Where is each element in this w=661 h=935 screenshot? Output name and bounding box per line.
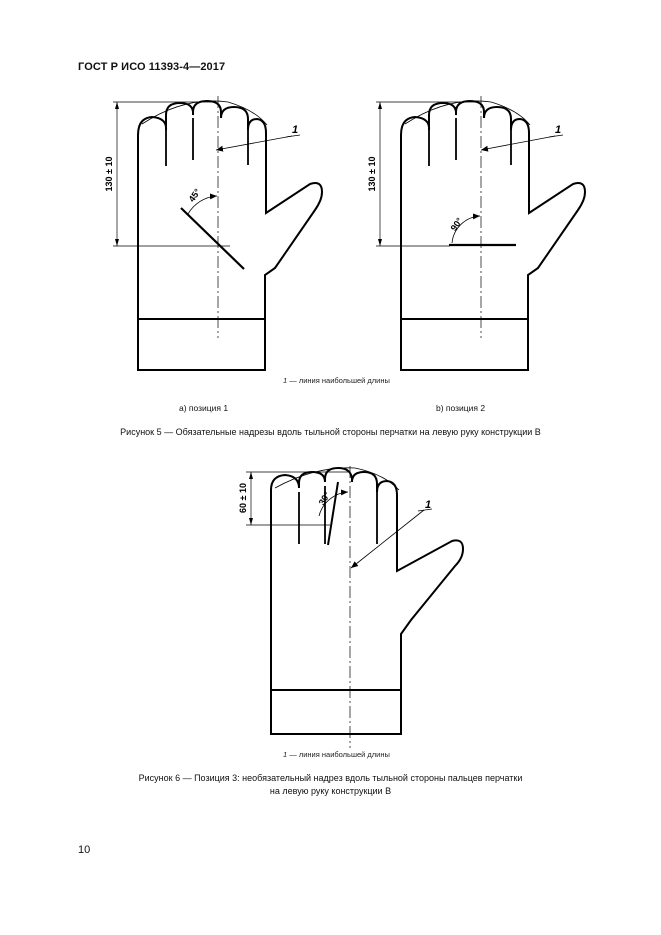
angle-label-c: 30° xyxy=(317,490,333,507)
glove-a-outline xyxy=(137,99,324,371)
legend-text: — линия наибольшей длины xyxy=(287,376,390,385)
figure6-legend: 1 — линия наибольшей длины xyxy=(283,750,390,759)
dim-label-b: 130 ± 10 xyxy=(367,157,377,192)
glove-b-diagram: 130 ± 10 90° 1 xyxy=(367,96,587,371)
subfigure-a-label: a) позиция 1 xyxy=(179,403,229,413)
angle-label-b: 90° xyxy=(449,216,465,233)
legend-number: 1 xyxy=(283,376,288,385)
callout-label-c: 1 xyxy=(425,499,431,511)
glove-b-outline xyxy=(400,99,587,371)
glove-a-labels: 130 ± 10 45° 1 xyxy=(104,124,298,204)
callout-label-a: 1 xyxy=(292,124,298,136)
dim-label-a: 130 ± 10 xyxy=(104,157,114,192)
glove-a-diagram: 130 ± 10 45° 1 xyxy=(104,96,324,371)
legend-text: — линия наибольшей длины xyxy=(287,750,390,759)
subfigure-b-label: b) позиция 2 xyxy=(436,403,486,413)
document-header: ГОСТ Р ИСО 11393-4—2017 xyxy=(78,61,226,73)
figure5-caption: Рисунок 5 — Обязательные надрезы вдоль т… xyxy=(120,427,541,437)
figure5-legend: 1 — линия наибольшей длины xyxy=(283,376,390,385)
glove-c-outline xyxy=(270,466,465,735)
page-number: 10 xyxy=(78,844,91,856)
dim-label-c: 60 ± 10 xyxy=(238,483,248,513)
legend-number: 1 xyxy=(283,750,288,759)
glove-c-diagram: 60 ± 10 30° 1 xyxy=(238,466,465,748)
figure6-caption-line1: Рисунок 6 — Позиция 3: необязательный на… xyxy=(138,773,523,783)
figure6-caption-line2: на левую руку конструкции B xyxy=(269,786,392,796)
callout-label-b: 1 xyxy=(555,124,561,136)
